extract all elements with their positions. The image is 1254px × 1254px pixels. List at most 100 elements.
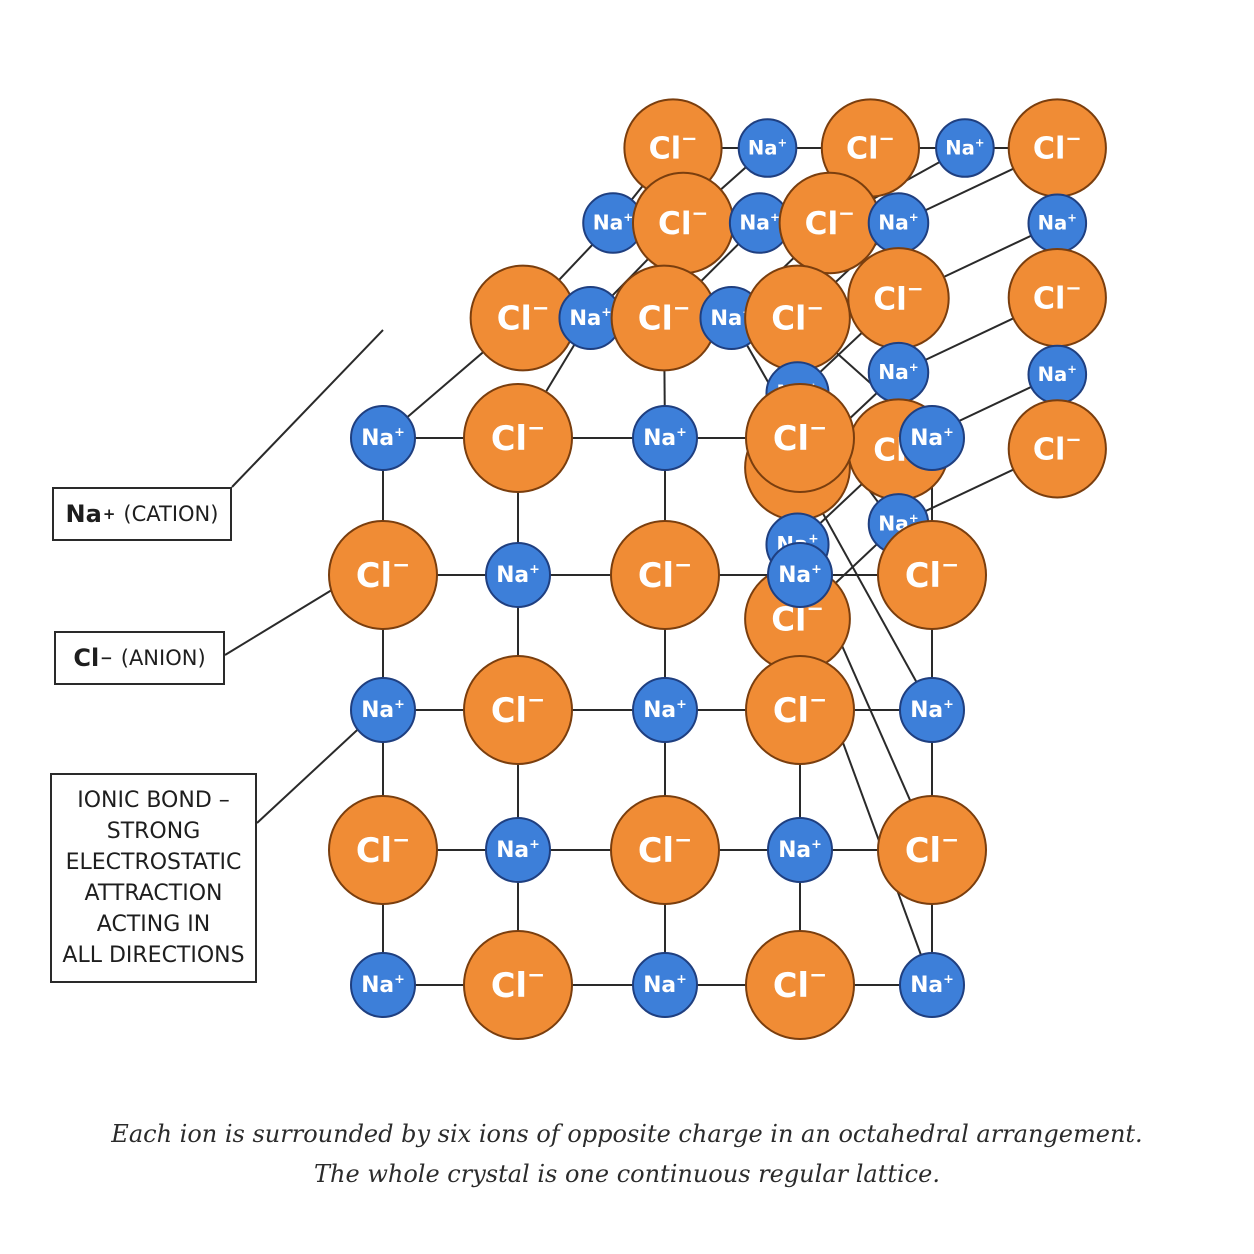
sodium-ion: Na+ [350, 952, 416, 1018]
chloride-ion-sphere [463, 383, 573, 493]
chloride-ion: Cl− [1007, 98, 1107, 198]
cation-symbol: Na [65, 500, 102, 528]
sodium-ion-sphere [350, 677, 416, 743]
bond-line-1: IONIC BOND – [77, 788, 230, 813]
chloride-ion-sphere [610, 520, 720, 630]
chloride-ion: Cl− [463, 655, 573, 765]
sodium-ion-sphere [632, 677, 698, 743]
chloride-ion-label: Cl− [773, 963, 827, 1005]
sodium-ion: Na+ [867, 341, 930, 404]
sodium-ion-sphere [737, 118, 798, 178]
sodium-ion: Na+ [899, 405, 965, 471]
chloride-ion-sphere [745, 383, 855, 493]
sodium-ion-sphere [632, 405, 698, 471]
sodium-ion-label: Na+ [878, 511, 919, 535]
chloride-ion: Cl− [631, 171, 735, 275]
cation-charge: + [102, 505, 116, 523]
sodium-ion: Na+ [485, 817, 551, 883]
sodium-ion: Na+ [1027, 344, 1088, 405]
chloride-ion-label: Cl− [638, 296, 691, 338]
chloride-ion-label: Cl− [873, 276, 923, 317]
sodium-ion: Na+ [767, 817, 833, 883]
anion-symbol: Cl [73, 644, 100, 672]
sodium-ion-sphere [899, 677, 965, 743]
chloride-ion: Cl− [328, 520, 438, 630]
chloride-ion: Cl− [610, 264, 718, 372]
chloride-ion: Cl− [877, 795, 987, 905]
bond-line-2: STRONG [106, 819, 201, 844]
chloride-ion: Cl− [744, 264, 851, 372]
chloride-ion: Cl− [610, 795, 720, 905]
ionic-bond-label-box: IONIC BOND – STRONG ELECTROSTATIC ATTRAC… [50, 773, 257, 983]
chloride-ion-sphere [877, 795, 987, 905]
chloride-ion-label: Cl− [491, 688, 545, 730]
sodium-ion-label: Na+ [593, 210, 634, 234]
chloride-ion-sphere [1007, 399, 1107, 499]
caption-line-2: The whole crystal is one continuous regu… [314, 1160, 940, 1188]
chloride-ion: Cl− [877, 520, 987, 630]
chloride-ion: Cl− [1007, 399, 1107, 499]
sodium-ion-sphere [899, 405, 965, 471]
sodium-ion-sphere [899, 952, 965, 1018]
chloride-ion-label: Cl− [905, 553, 959, 595]
bond-line-4: ATTRACTION [84, 881, 223, 906]
sodium-ion-sphere [485, 542, 551, 608]
sodium-ion-sphere [767, 817, 833, 883]
sodium-ion: Na+ [632, 952, 698, 1018]
sodium-ion-sphere [485, 817, 551, 883]
sodium-ion: Na+ [737, 118, 798, 178]
chloride-ion-label: Cl− [638, 553, 692, 595]
anion-desc: (ANION) [120, 646, 206, 670]
chloride-ion-label: Cl− [356, 553, 410, 595]
sodium-ion: Na+ [485, 542, 551, 608]
sodium-ion: Na+ [899, 677, 965, 743]
chloride-ion: Cl− [1007, 248, 1107, 348]
sodium-ion: Na+ [867, 192, 930, 254]
anion-charge: − [100, 649, 113, 667]
sodium-ion: Na+ [935, 118, 995, 178]
sodium-ion-sphere [350, 405, 416, 471]
sodium-ion: Na+ [582, 192, 644, 254]
chloride-ion: Cl− [820, 98, 921, 198]
bond-line-3: ELECTROSTATIC [65, 850, 242, 875]
sodium-ion-sphere [767, 542, 833, 608]
chloride-ion: Cl− [463, 383, 573, 493]
sodium-ion-label: Na+ [778, 562, 822, 588]
sodium-ion: Na+ [350, 405, 416, 471]
chloride-ion: Cl− [745, 655, 855, 765]
chloride-ion: Cl− [745, 383, 855, 493]
chloride-ion-label: Cl− [649, 127, 698, 167]
chloride-ion: Cl− [463, 930, 573, 1040]
bond-line [224, 584, 341, 656]
bond-line [256, 719, 369, 824]
sodium-ion: Na+ [350, 677, 416, 743]
caption-line-1: Each ion is surrounded by six ions of op… [111, 1120, 1143, 1148]
caption: Each ion is surrounded by six ions of op… [0, 1114, 1254, 1194]
sodium-ion: Na+ [728, 192, 791, 254]
chloride-ion-sphere [745, 655, 855, 765]
bond-line [231, 329, 384, 488]
chloride-ion-sphere [610, 795, 720, 905]
sodium-ion: Na+ [632, 405, 698, 471]
sodium-ion-sphere [350, 952, 416, 1018]
chloride-ion-sphere [745, 930, 855, 1040]
chloride-ion: Cl− [469, 264, 577, 372]
chloride-ion: Cl− [623, 98, 723, 198]
chloride-ion-sphere [877, 520, 987, 630]
chloride-ion: Cl− [610, 520, 720, 630]
bond-line-5: ACTING IN [96, 912, 211, 937]
chloride-ion: Cl− [328, 795, 438, 905]
anion-label-box: Cl− (ANION) [54, 631, 225, 685]
chloride-ion: Cl− [745, 930, 855, 1040]
sodium-ion: Na+ [767, 542, 833, 608]
chloride-ion-sphere [328, 795, 438, 905]
cation-desc: (CATION) [123, 502, 219, 526]
ions: Cl−Na+Cl−Na+Cl−Na+Cl−Na+Cl−Na+Cl−Na+Cl−N… [328, 98, 1107, 1040]
chloride-ion-sphere [463, 655, 573, 765]
sodium-ion: Na+ [899, 952, 965, 1018]
chloride-ion: Cl− [847, 247, 950, 350]
chloride-ion-sphere [463, 930, 573, 1040]
sodium-ion-sphere [935, 118, 995, 178]
cation-label-box: Na+ (CATION) [52, 487, 232, 541]
